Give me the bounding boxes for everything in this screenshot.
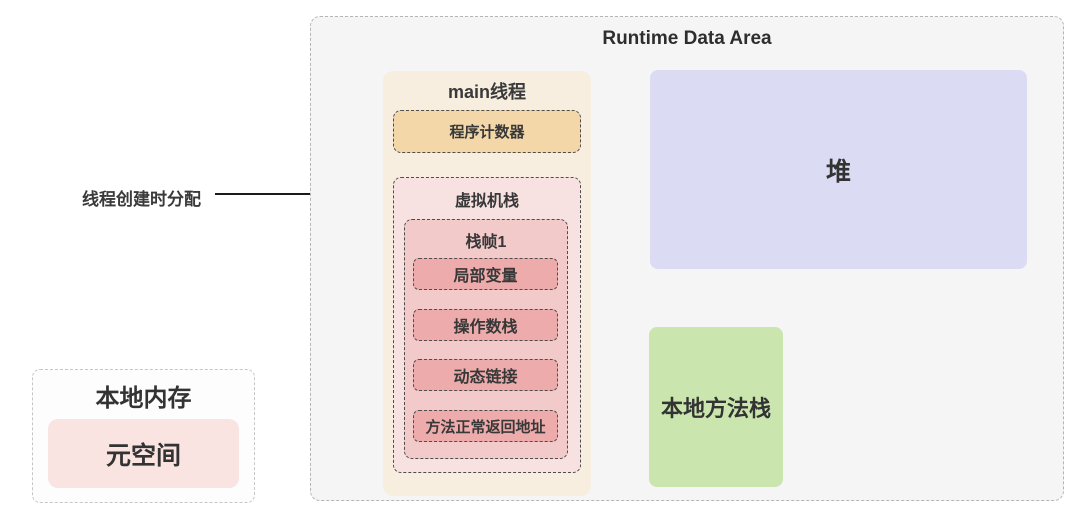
thread-allocation-label: 线程创建时分配: [82, 190, 201, 209]
program-counter-label: 程序计数器: [449, 124, 525, 141]
stack-frame-title: 栈帧1: [465, 234, 507, 251]
main-thread-title: main线程: [447, 82, 526, 102]
operand-stack-label: 操作数栈: [453, 319, 518, 336]
dynamic-linking-label: 动态链接: [453, 369, 518, 386]
metaspace-box: 元空间: [48, 419, 239, 488]
stack-frame-item-local-variables: 局部变量: [413, 258, 558, 290]
stack-frame-item-dynamic-linking: 动态链接: [413, 359, 558, 391]
stack-frame-item-return-address: 方法正常返回地址: [413, 410, 558, 442]
program-counter-box: 程序计数器: [393, 110, 581, 153]
native-method-stack-label: 本地方法栈: [660, 396, 771, 421]
local-variables-label: 局部变量: [453, 268, 518, 285]
heap-box: 堆: [650, 70, 1027, 269]
stack-frame-box: 栈帧1 局部变量 操作数栈 动态链接 方法正常返回地址: [404, 219, 568, 459]
runtime-data-area-box: Runtime Data Area main线程 程序计数器 虚拟机栈 栈帧1 …: [310, 16, 1064, 501]
vm-stack-title: 虚拟机栈: [454, 193, 519, 210]
heap-label: 堆: [825, 157, 851, 186]
metaspace-label: 元空间: [105, 441, 181, 470]
native-method-stack-box: 本地方法栈: [649, 327, 783, 487]
return-address-label: 方法正常返回地址: [425, 418, 546, 436]
stack-frame-item-operand-stack: 操作数栈: [413, 309, 558, 341]
native-memory-title: 本地内存: [95, 385, 192, 412]
vm-stack-box: 虚拟机栈 栈帧1 局部变量 操作数栈 动态链接 方法正常返回地址: [393, 177, 581, 473]
native-memory-box: 本地内存 元空间: [32, 369, 255, 503]
runtime-data-area-title: Runtime Data Area: [602, 28, 772, 49]
main-thread-column: main线程 程序计数器 虚拟机栈 栈帧1 局部变量 操作数栈 动态链接: [383, 71, 591, 496]
